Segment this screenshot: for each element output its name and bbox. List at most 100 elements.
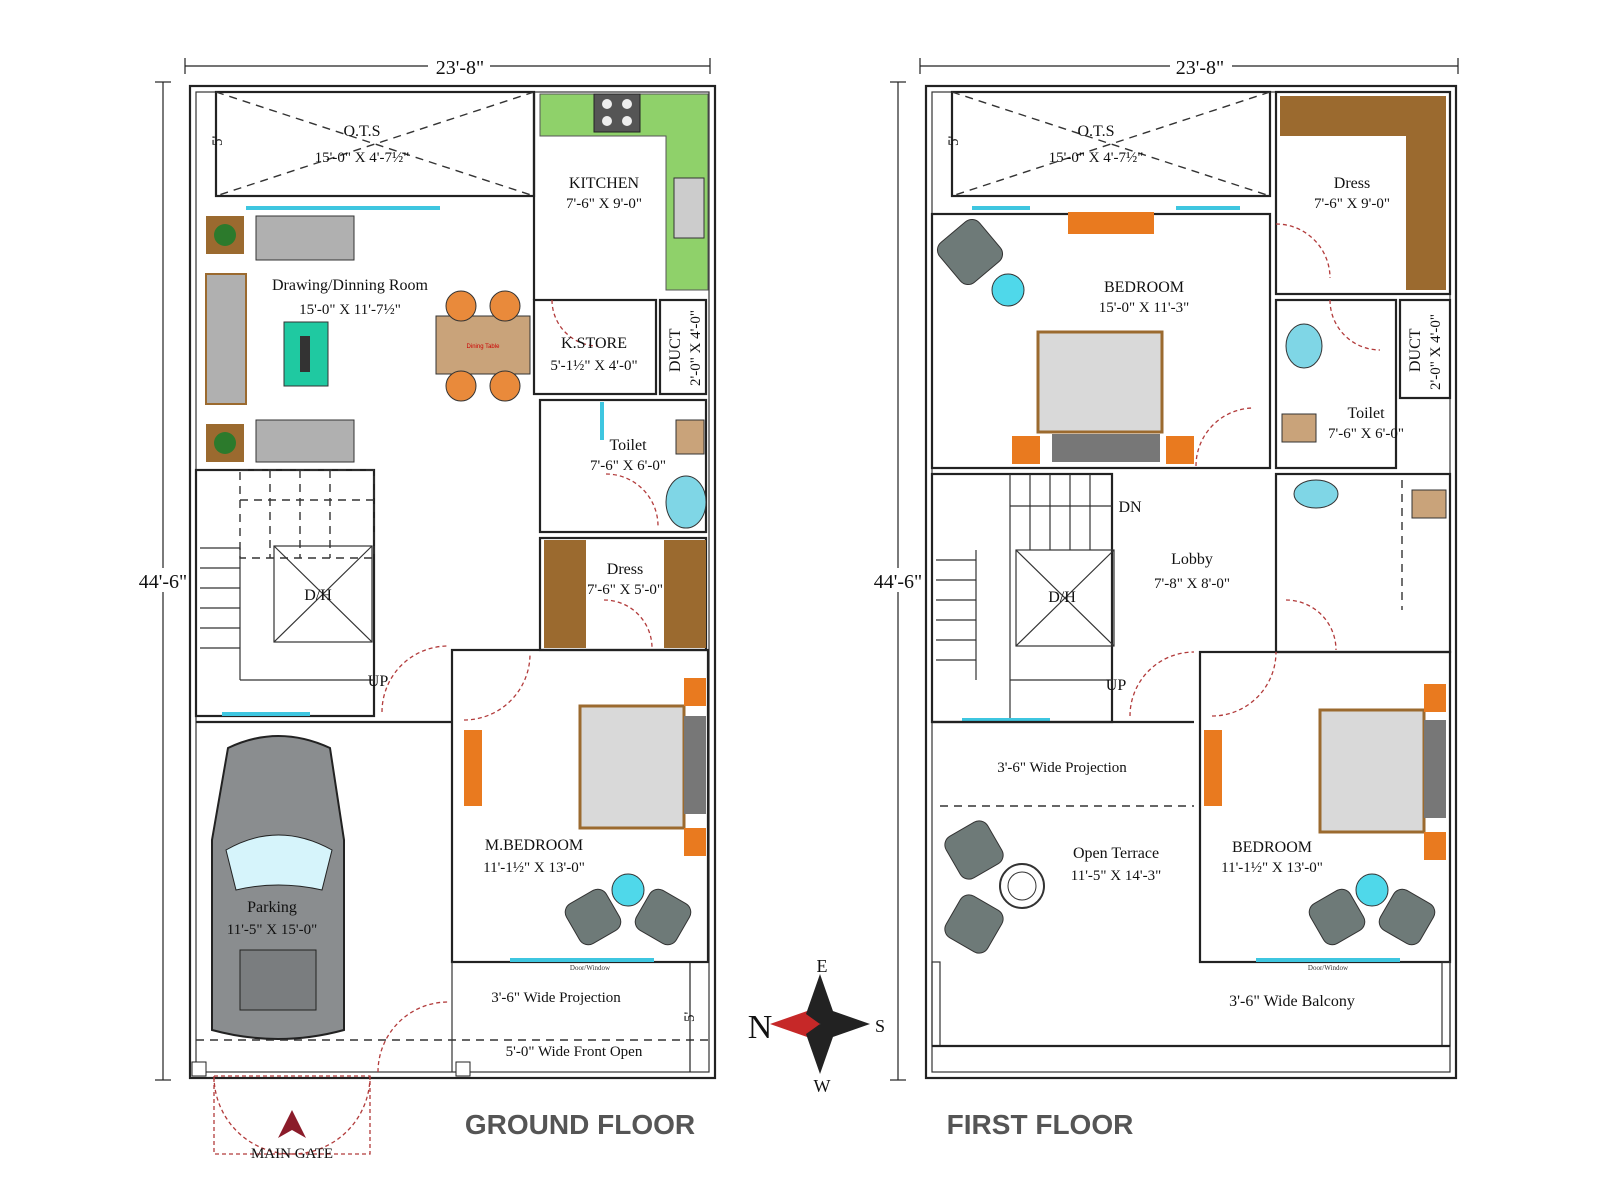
bed-icon bbox=[578, 704, 686, 830]
first-duct-dim: 2'-0" X 4'-0" bbox=[1428, 314, 1444, 390]
wc-icon bbox=[1281, 413, 1317, 443]
ground-outer-wall bbox=[188, 84, 717, 1080]
sink-icon bbox=[673, 177, 705, 239]
side-table-icon bbox=[1424, 684, 1446, 712]
first-bedroom-1: BEDROOM 15'-0" X 11'-3" bbox=[930, 212, 1272, 470]
first-duct-name: DUCT bbox=[1407, 328, 1424, 372]
ground-front-open-label: 5'-0" Wide Front Open bbox=[506, 1044, 643, 1060]
chair-icon bbox=[944, 894, 1004, 954]
first-width-label: 23'-8" bbox=[1176, 57, 1224, 79]
bedroom2-name: BEDROOM bbox=[1232, 839, 1312, 856]
ground-parking: Parking 11'-5" X 15'-0" bbox=[196, 720, 452, 1040]
kitchen-dim: 7'-6" X 9'-0" bbox=[566, 196, 642, 212]
ground-staircase: D/H UP bbox=[194, 468, 449, 718]
side-table-icon bbox=[684, 828, 706, 856]
side-table-icon bbox=[1424, 832, 1446, 860]
compass-east: E bbox=[817, 956, 828, 976]
mbed-dim: 11'-1½" X 13'-0" bbox=[483, 860, 585, 876]
wc-icon bbox=[675, 419, 705, 455]
first-door-window-label: Door/Window bbox=[1308, 964, 1349, 972]
ground-duct-dim: 2'-0" X 4'-0" bbox=[688, 310, 704, 386]
tv-unit-icon bbox=[464, 730, 482, 806]
ground-dress: Dress 7'-6" X 5'-0" bbox=[538, 536, 708, 652]
ground-duct-name: DUCT bbox=[667, 328, 684, 372]
ground-kstore: K.STORE 5'-1½" X 4'-0" DUCT 2'-0" X 4'-0… bbox=[532, 298, 708, 396]
ground-projection-label: 3'-6" Wide Projection bbox=[491, 990, 621, 1006]
kstore-dim: 5'-1½" X 4'-0" bbox=[550, 358, 637, 374]
compass-south: S bbox=[875, 1016, 885, 1036]
terrace-name: Open Terrace bbox=[1073, 845, 1159, 862]
balcony-label: 3'-6" Wide Balcony bbox=[1229, 993, 1355, 1010]
first-staircase: DN D/H UP bbox=[930, 472, 1142, 724]
tv-unit-icon bbox=[1068, 212, 1154, 234]
washbasin-icon bbox=[1293, 479, 1339, 509]
first-dh-label: D/H bbox=[1048, 589, 1076, 606]
bed-icon bbox=[1036, 330, 1164, 434]
bedroom1-dim: 15'-0" X 11'-3" bbox=[1099, 300, 1189, 316]
stove-icon bbox=[593, 93, 641, 133]
kitchen-garden bbox=[539, 93, 709, 291]
washbasin-icon bbox=[665, 475, 707, 529]
dining-set-icon: Dining Table bbox=[435, 290, 531, 402]
ground-ots-name: O.T.S bbox=[343, 123, 380, 140]
first-ots: O.T.S 15'-0" X 4'-7½" 5' bbox=[946, 90, 1272, 210]
ground-ots-dim: 15'-0" X 4'-7½" bbox=[315, 150, 410, 166]
main-gate-label: MAIN GATE bbox=[251, 1146, 333, 1162]
compass-west: W bbox=[814, 1076, 831, 1096]
ground-depth-label: 44'-6" bbox=[139, 571, 187, 593]
ground-toilet-name: Toilet bbox=[609, 437, 647, 454]
wardrobe-icon bbox=[664, 540, 706, 648]
compass-icon: N S E W bbox=[748, 956, 885, 1096]
side-table-round-icon bbox=[1355, 873, 1389, 907]
kitchen-name: KITCHEN bbox=[569, 175, 640, 192]
ground-ots-depth: 5' bbox=[210, 136, 226, 147]
first-ots-depth: 5' bbox=[946, 136, 962, 147]
ground-dh-label: D/H bbox=[304, 587, 332, 604]
gate-arrow-icon bbox=[278, 1110, 306, 1138]
lobby-name: Lobby bbox=[1171, 551, 1213, 568]
bed-icon bbox=[1318, 708, 1426, 834]
ground-front: 3'-6" Wide Projection 5'-0" Wide Front O… bbox=[191, 962, 708, 1077]
ground-dress-dim: 7'-6" X 5'-0" bbox=[587, 582, 663, 598]
ground-width-label: 23'-8" bbox=[436, 57, 484, 79]
ground-depth-dimension: 44'-6" bbox=[130, 81, 190, 1081]
side-table-icon bbox=[1166, 436, 1194, 464]
first-toilet: Toilet 7'-6" X 6'-0" DUCT 2'-0" X 4'-0" bbox=[1274, 298, 1452, 470]
wc-icon bbox=[1411, 489, 1447, 519]
first-floor: 23'-8" 44'-6" O.T.S 15'-0" X 4'-7½" 5' bbox=[866, 54, 1459, 1140]
ground-width-dimension: 23'-8" bbox=[184, 54, 711, 79]
ground-dress-name: Dress bbox=[607, 561, 643, 578]
side-table-round-icon bbox=[991, 273, 1025, 307]
ground-floor-title: GROUND FLOOR bbox=[465, 1109, 695, 1140]
wardrobe-icon bbox=[544, 540, 586, 648]
ground-toilet-dim: 7'-6" X 6'-0" bbox=[590, 458, 666, 474]
sofa-icon bbox=[205, 273, 247, 405]
first-up-label: UP bbox=[1106, 677, 1127, 694]
main-gate[interactable]: MAIN GATE bbox=[213, 1075, 371, 1162]
first-floor-title: FIRST FLOOR bbox=[947, 1109, 1134, 1140]
first-terrace: 3'-6" Wide Projection Open Terrace 11'-5… bbox=[932, 720, 1194, 954]
drawing-dim: 15'-0" X 11'-7½" bbox=[299, 302, 401, 318]
washbasin-icon bbox=[1285, 323, 1323, 369]
chair-icon bbox=[1378, 888, 1436, 946]
chair-icon bbox=[634, 888, 692, 946]
dining-table-label: Dining Table bbox=[467, 344, 501, 350]
first-ots-dim: 15'-0" X 4'-7½" bbox=[1049, 150, 1144, 166]
ground-door-window-label: Door/Window bbox=[570, 964, 611, 972]
parking-name: Parking bbox=[247, 899, 297, 916]
first-balcony: 3'-6" Wide Balcony bbox=[931, 961, 1451, 1048]
terrace-dim: 11'-5" X 14'-3" bbox=[1071, 868, 1161, 884]
first-bath-2 bbox=[1274, 472, 1452, 654]
ground-ots: O.T.S 15'-0" X 4'-7½" 5' bbox=[210, 90, 536, 210]
lobby-dim: 7'-8" X 8'-0" bbox=[1154, 576, 1230, 592]
first-dress-name: Dress bbox=[1334, 175, 1370, 192]
first-toilet-dim: 7'-6" X 6'-0" bbox=[1328, 426, 1404, 442]
wardrobe-icon bbox=[1280, 96, 1446, 290]
ground-floor: 23'-8" 44'-6" O.T.S 15'-0" X 4'-7½" 5' bbox=[130, 54, 717, 1162]
mbed-name: M.BEDROOM bbox=[485, 837, 583, 854]
first-dress: Dress 7'-6" X 9'-0" bbox=[1274, 90, 1452, 296]
first-dn-label: DN bbox=[1118, 499, 1142, 516]
first-depth-label: 44'-6" bbox=[874, 571, 922, 593]
side-table-icon bbox=[1012, 436, 1040, 464]
